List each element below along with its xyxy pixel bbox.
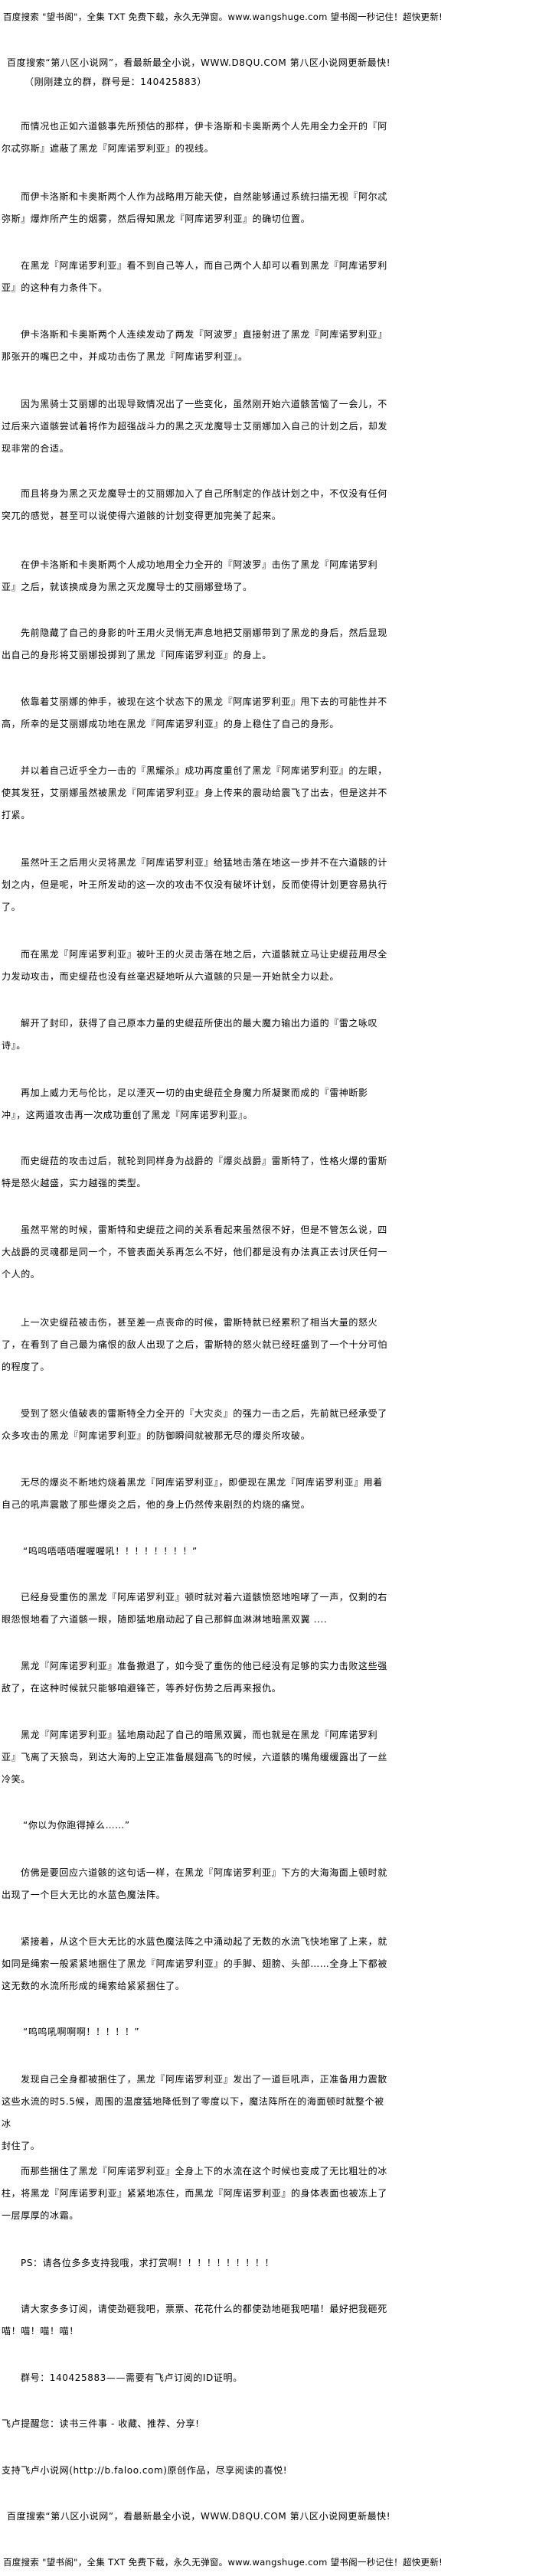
paragraph: 先前隐藏了自己的身影的叶王用火灵悄无声息地把艾丽娜带到了黑龙的身后，然后显现出自… <box>2 628 387 660</box>
author-note: 请大家多多订阅，请使劲砸我吧，票票、花花什么的都使劲地砸我吧喵！最好把我砸死喵！… <box>2 2304 387 2336</box>
paragraph: 虽然叶王之后用火灵将黑龙『阿库诺罗利亚』给猛地击落在地这一步并不在六道骸的计划之… <box>2 857 388 912</box>
paragraph: 而史缇菈的攻击过后，就轮到同样身为战爵的『爆炎战爵』雷斯特了，性格火爆的雷斯特是… <box>2 1156 387 1189</box>
group-number-note: 群号：140425883——需要有飞卢订阅的ID证明。 <box>21 2372 243 2383</box>
paragraph: 而在黑龙『阿库诺罗利亚』被叶王的火灵击落在地之后，六道骸就立马让史缇菈用尽全力发… <box>2 949 387 982</box>
paragraph: 发现自己全身都被捆住了，黑龙『阿库诺罗利亚』发出了一道巨吼声，正准备用力震散这些… <box>2 2074 387 2151</box>
paragraph: 依靠着艾丽娜的伸手，被现在这个状态下的黑龙『阿库诺罗利亚』甩下去的可能性并不高，… <box>2 696 387 729</box>
group-notice: （刚刚建立的群，群号是：140425883） <box>25 77 207 87</box>
paragraph: 而那些捆住了黑龙『阿库诺罗利亚』全身上下的水流在这个时候也变成了无比粗壮的冰柱，… <box>2 2166 388 2221</box>
paragraph: 因为黑骑士艾丽娜的出现导致情况出了一些变化，虽然刚开始六道骸苦恼了一会儿，不过后… <box>2 399 388 454</box>
faloo-support-link[interactable]: 支持飞卢小说网(http://b.faloo.com)原创作品，尽享阅读的喜悦! <box>2 2465 288 2476</box>
paragraph: 上一次史缇菈被击伤，甚至差一点丧命的时候，雷斯特就已经累积了相当大量的怒火了，在… <box>2 1317 388 1372</box>
site-ad-banner: 百度搜索“第八区小说网”，看最新最全小说，WWW.D8QU.COM 第八区小说网… <box>7 2511 391 2522</box>
faloo-reminder: 飞卢提醒您：读书三件事 - 收藏、推荐、分享! <box>2 2418 200 2429</box>
paragraph: 在黑龙『阿库诺罗利亚』看不到自己等人，而自己两个人却可以看到黑龙『阿库诺罗利亚』… <box>2 260 387 293</box>
dialogue-line: “呜呜唔唔唔喔喔喔吼！！！！！！！！” <box>23 1546 198 1557</box>
paragraph: 解开了封印，获得了自己原本力量的史缇菈所使出的最大魔力输出力道的『雷之咏叹诗』。 <box>2 1018 378 1051</box>
paragraph: 黑龙『阿库诺罗利亚』准备撤退了，如今受了重伤的他已经没有足够的实力击败这些强敌了… <box>2 1661 387 1694</box>
dialogue-line: “你以为你跑得掉么……” <box>23 1820 130 1831</box>
paragraph: 在伊卡洛斯和卡奥斯两个人成功地用全力全开的『阿波罗』击伤了黑龙『阿库诺罗利亚』之… <box>2 559 378 592</box>
dialogue-line: “呜呜吼啊啊啊！！！！！” <box>23 2027 140 2037</box>
author-note: PS：请各位多多支持我哦，求打赏啊！！！！！！！！！！ <box>21 2258 275 2268</box>
paragraph: 而伊卡洛斯和卡奥斯两个人作为战略用万能天使，自然能够通过系统扫描无视『阿尔忒弥斯… <box>2 191 387 224</box>
paragraph: 受到了怒火值破表的雷斯特全力全开的『大灾炎』的强力一击之后，先前就已经承受了众多… <box>2 1408 387 1441</box>
site-ad-banner: 百度搜索“第八区小说网”，看最新最全小说，WWW.D8QU.COM 第八区小说网… <box>7 57 391 68</box>
paragraph: 无尽的爆炎不断地灼烧着黑龙『阿库诺罗利亚』，即便现在黑龙『阿库诺罗利亚』用着自己… <box>2 1477 383 1510</box>
paragraph: 而且将身为黑之灭龙魔导士的艾丽娜加入了自己所制定的作战计划之中，不仅没有任何突兀… <box>2 488 387 521</box>
paragraph: 虽然平常的时候，雷斯特和史缇菈之间的关系看起来虽然很不好，但是不管怎么说，四大战… <box>2 1224 388 1280</box>
site-ad-banner: 百度搜索 "望书阁"，全集 TXT 免费下载，永久无弹窗。www.wangshu… <box>3 2557 443 2568</box>
paragraph: 黑龙『阿库诺罗利亚』猛地扇动起了自己的暗黑双翼，而也就是在黑龙『阿库诺罗利亚』飞… <box>2 1730 388 1785</box>
paragraph: 仿佛是要回应六道骸的这句话一样，在黑龙『阿库诺罗利亚』下方的大海海面上顿时就出现… <box>2 1867 387 1900</box>
paragraph: 再加上威力无与伦比，足以湮灭一切的由史缇菈全身魔力所凝聚而成的『雷神断影冲』，这… <box>2 1087 368 1120</box>
paragraph: 伊卡洛斯和卡奥斯两个人连续发动了两发『阿波罗』直接射进了黑龙『阿库诺罗利亚』那张… <box>2 329 387 362</box>
paragraph: 已经身受重伤的黑龙『阿库诺罗利亚』顿时就对着六道骸愤怒地咆哮了一声，仅剩的右眼怨… <box>2 1592 387 1625</box>
paragraph: 紧接着，从这个巨大无比的水蓝色魔法阵之中涌动起了无数的水流飞快地窜了上来，就如同… <box>2 1936 388 1991</box>
site-ad-banner: 百度搜索 "望书阁"，全集 TXT 免费下载，永久无弹窗。www.wangshu… <box>3 11 443 22</box>
paragraph: 并以着自己近乎全力一击的『黑耀杀』成功再度重创了黑龙『阿库诺罗利亚』的左眼，使其… <box>2 765 388 820</box>
paragraph: 而情况也正如六道骸事先所预估的那样，伊卡洛斯和卡奥斯两个人先用全力全开的『阿尔忒… <box>2 121 387 154</box>
